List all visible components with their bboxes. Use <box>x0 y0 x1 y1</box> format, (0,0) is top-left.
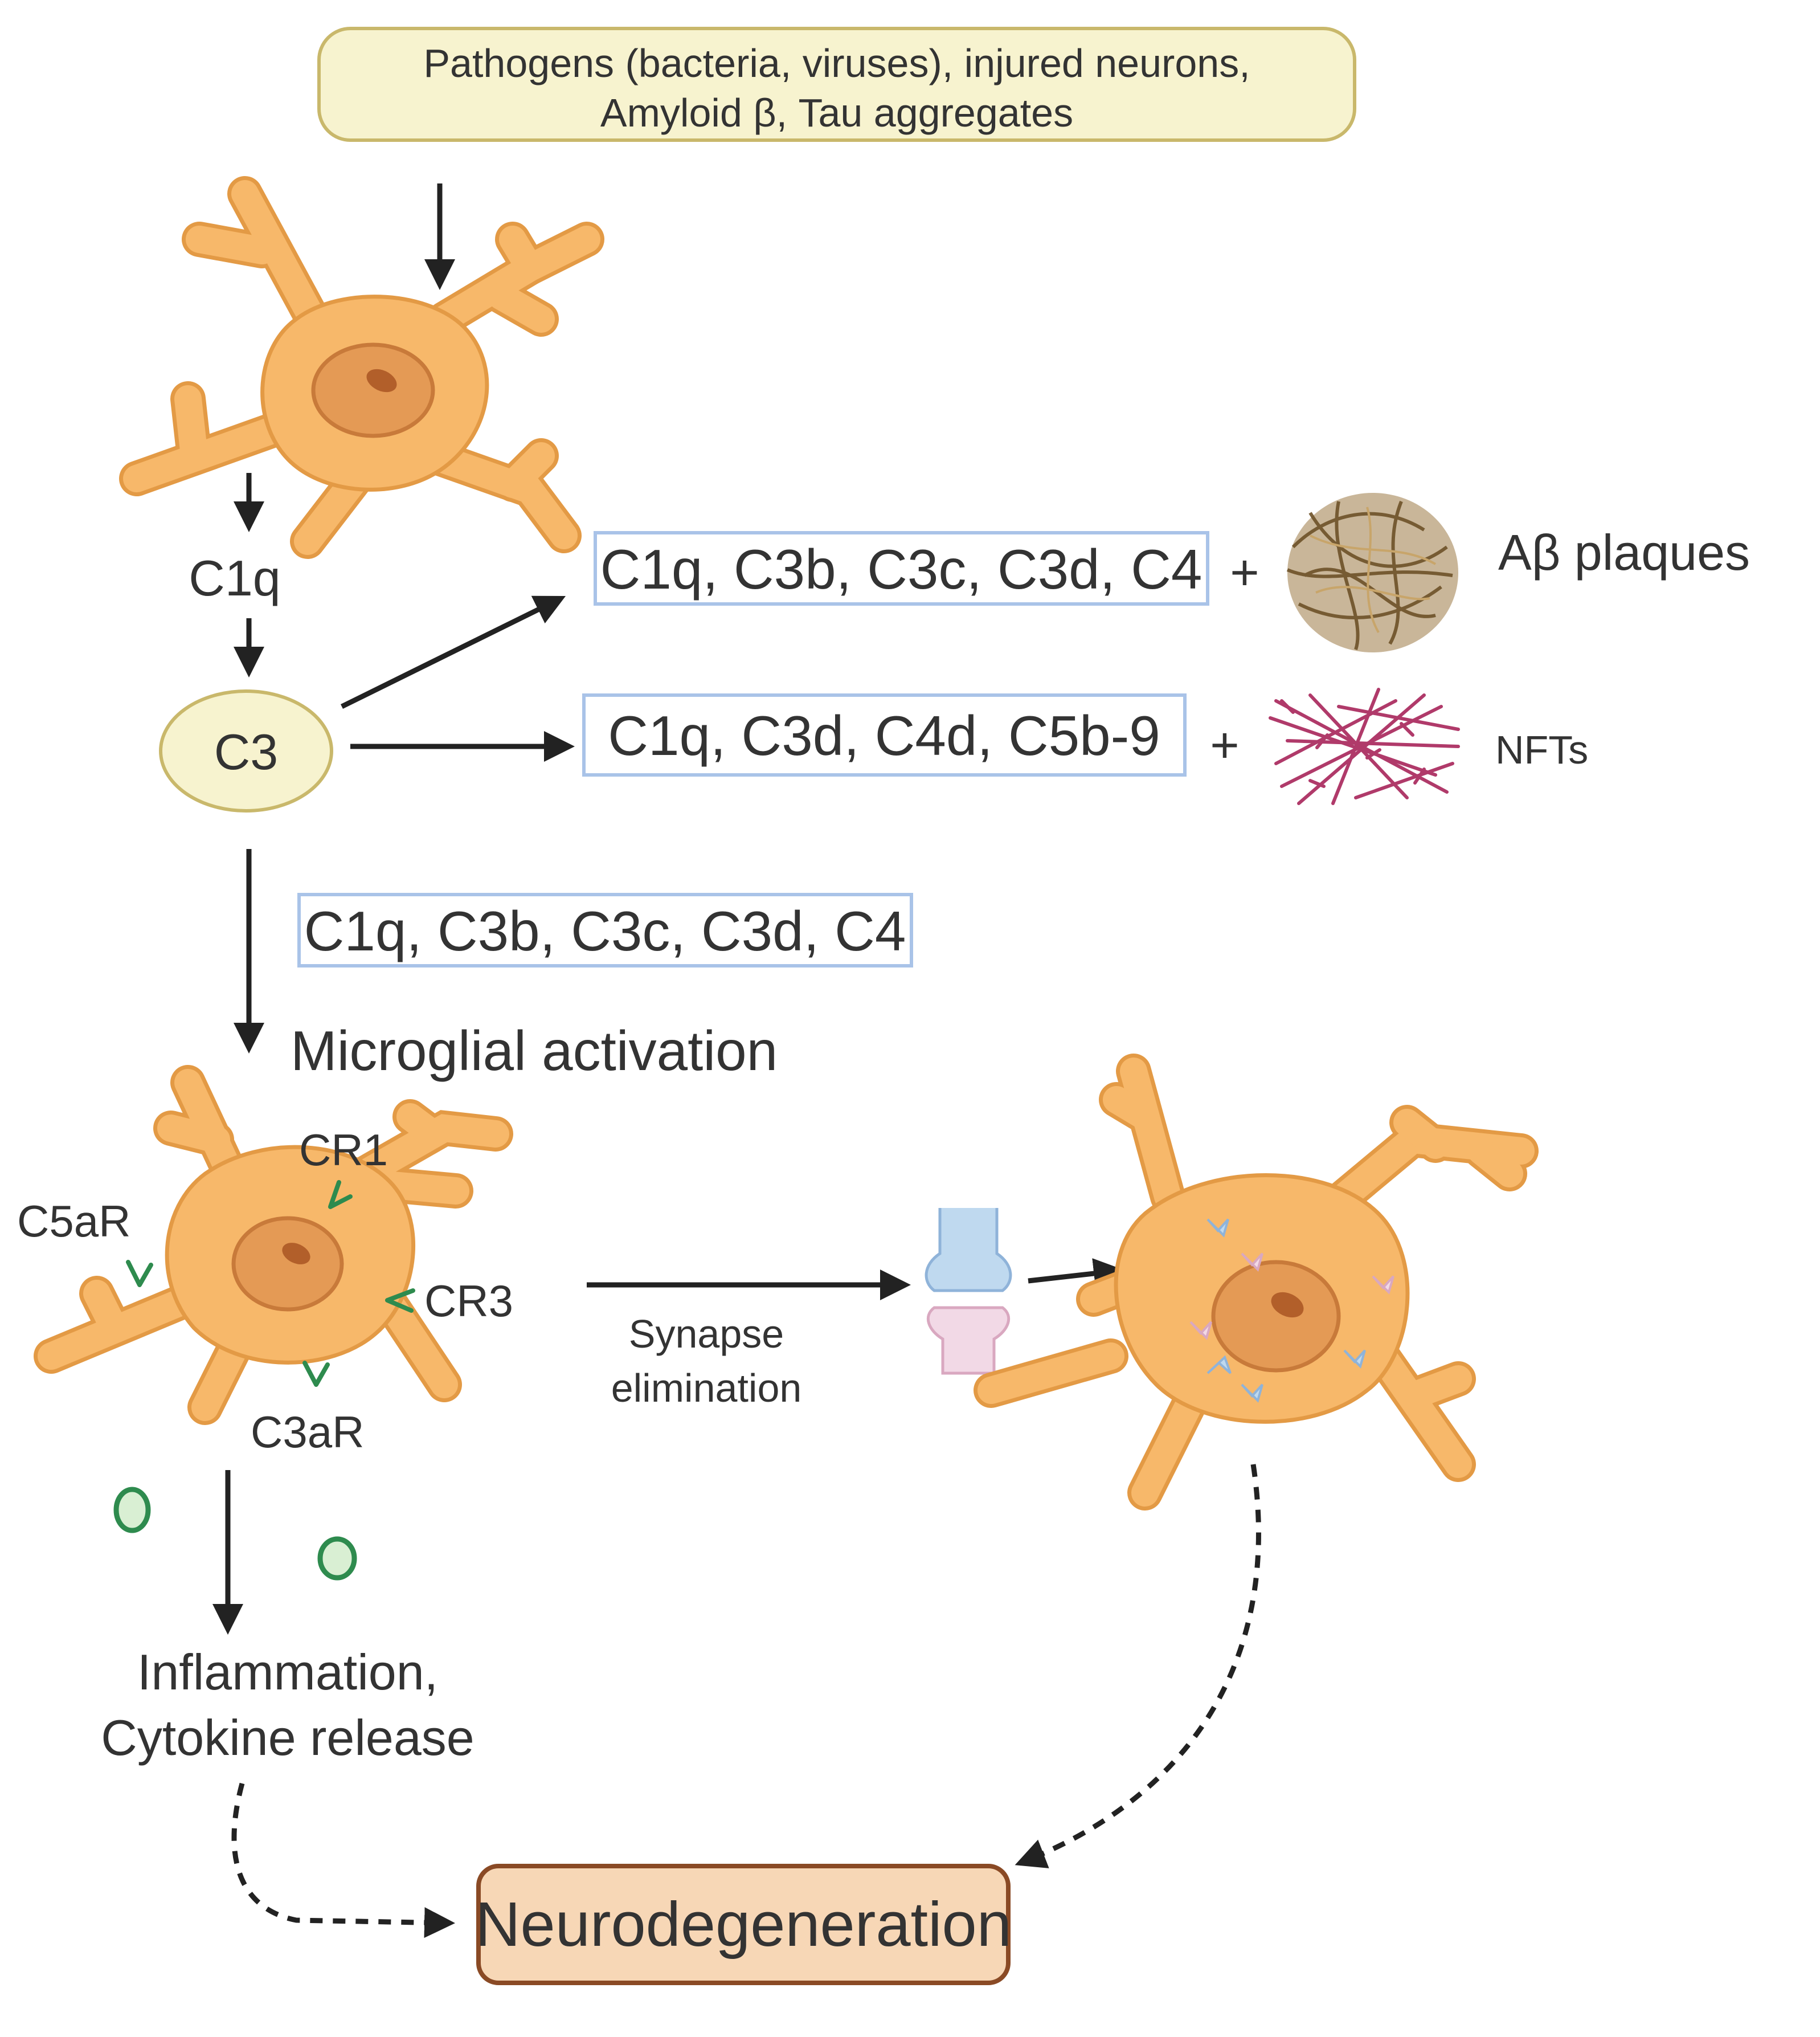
receptor-c3ar-label: C3aR <box>251 1407 364 1457</box>
microglia-markers-box: C1q, C3b, C3c, C3d, C4 <box>297 893 913 968</box>
receptor-cr3-label: CR3 <box>424 1276 513 1326</box>
c1q-label: C1q <box>189 550 280 606</box>
dashed-arrow-cell-to-neuro <box>1015 1464 1261 1868</box>
nft-plus: + <box>1210 717 1239 773</box>
arrow-c3-to-plaque-markers <box>341 595 566 709</box>
synapse-elimination-line-1: Synapse <box>629 1312 784 1356</box>
neurodegeneration-box: Neurodegeneration <box>475 1864 1012 1985</box>
c3-node: C3 <box>159 689 333 813</box>
inflammation-line-2: Cytokine release <box>101 1709 474 1766</box>
top-glial-cell <box>119 176 604 559</box>
synapse-elimination-line-2: elimination <box>611 1366 802 1410</box>
trigger-box: Pathogens (bacteria, viruses), injured n… <box>317 27 1356 142</box>
nft-label: NFTs <box>1495 728 1588 772</box>
trigger-line-2: Amyloid β, Tau aggregates <box>600 91 1073 135</box>
microglial-activation-label: Microglial activation <box>291 1019 778 1082</box>
cytokine-vesicle-2 <box>317 1536 357 1581</box>
dashed-arrow-inflammation-to-neuro <box>231 1782 455 1938</box>
plaque-plus: + <box>1230 544 1259 601</box>
receptor-cr1-label: CR1 <box>299 1125 388 1175</box>
receptor-cr1-icon <box>328 1180 353 1209</box>
nft-markers-box: C1q, C3d, C4d, C5b-9 <box>582 693 1187 777</box>
amyloid-plaque-image <box>1286 493 1458 652</box>
plaque-label: Aβ plaques <box>1498 524 1750 581</box>
activated-microglia-cell <box>34 1065 513 1425</box>
arrow-synapse-to-cell <box>1028 1258 1124 1289</box>
inflammation-line-1: Inflammation, <box>137 1644 438 1700</box>
engulfed-synapse-fragments <box>1189 1218 1394 1403</box>
c3-label: C3 <box>214 724 279 780</box>
phagocytic-microglia-cell <box>974 1054 1539 1511</box>
top-cell-nucleus <box>311 342 435 438</box>
plaque-markers-text: C1q, C3b, C3c, C3d, C4 <box>600 538 1203 601</box>
synapse-icon <box>925 1208 1012 1375</box>
microglia-markers-text: C1q, C3b, C3c, C3d, C4 <box>304 900 906 962</box>
plaque-markers-box: C1q, C3b, C3c, C3d, C4 <box>594 531 1209 606</box>
receptor-c3ar-icon <box>302 1361 330 1387</box>
phagocytic-nucleus <box>1211 1260 1341 1373</box>
receptor-cr3-icon <box>385 1288 415 1313</box>
trigger-line-1: Pathogens (bacteria, viruses), injured n… <box>423 41 1250 85</box>
nft-markers-text: C1q, C3d, C4d, C5b-9 <box>608 704 1160 767</box>
receptor-c5ar-icon <box>126 1260 153 1287</box>
cytokine-vesicle-1 <box>113 1487 151 1533</box>
nft-tangle-image <box>1269 688 1460 805</box>
microglia-nucleus <box>231 1216 344 1312</box>
receptor-c5ar-label: C5aR <box>17 1196 130 1246</box>
neurodegeneration-label: Neurodegeneration <box>475 1889 1012 1960</box>
